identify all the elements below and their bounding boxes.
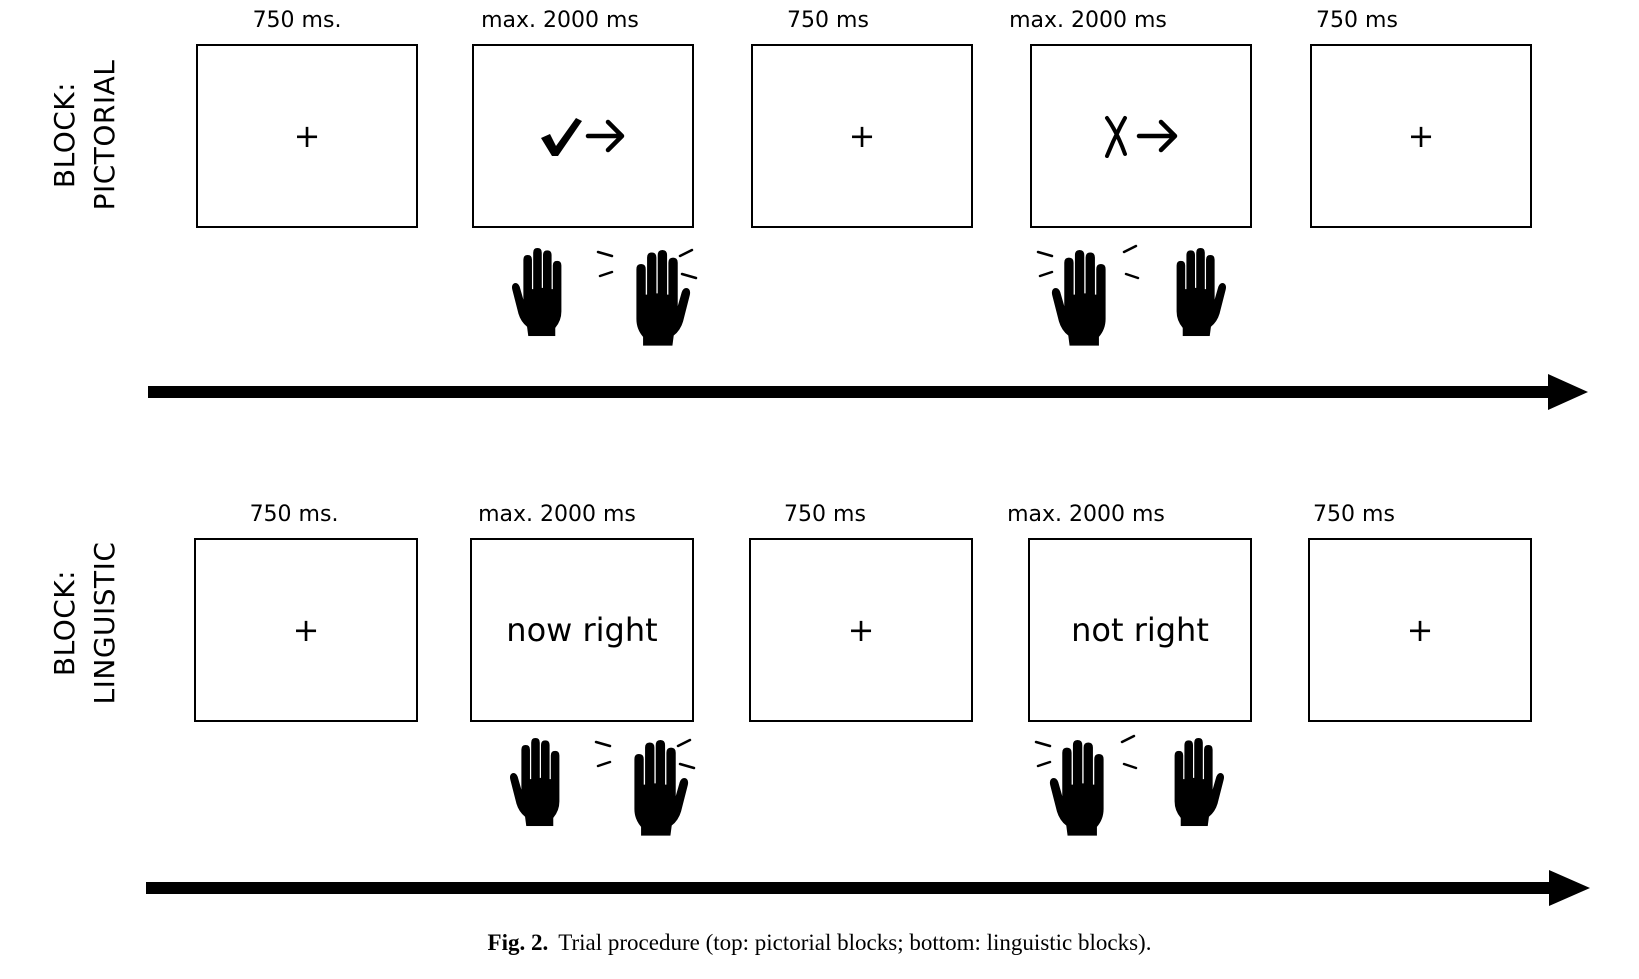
duration-label: max. 2000 ms (481, 8, 639, 33)
cue-word: now right (506, 611, 658, 649)
fixation-cross: + (848, 117, 876, 155)
block-label-line-2: PICTORIAL (88, 59, 121, 211)
duration-label: 750 ms (784, 502, 866, 527)
fixation-cross: + (1406, 611, 1434, 649)
fixation-cross: + (293, 117, 321, 155)
cue-screen: now right (470, 538, 694, 722)
left-hand-pressing-icon (1036, 244, 1140, 365)
duration-label: max. 2000 ms (1009, 8, 1167, 33)
cue-screen: not right (1028, 538, 1252, 722)
check-arrow-right-icon (541, 118, 625, 156)
right-hand-icon (1161, 738, 1241, 853)
cue-screen (472, 44, 694, 228)
fixation-screen: + (1310, 44, 1532, 228)
left-hand-pressing-icon (1034, 734, 1138, 855)
duration-label: 750 ms (787, 8, 869, 33)
right-hand-pressing-icon (596, 248, 698, 365)
figure-caption: Fig. 2. Trial procedure (top: pictorial b… (0, 930, 1639, 956)
duration-label: 750 ms (1316, 8, 1398, 33)
duration-label: 750 ms. (249, 502, 339, 527)
fixation-cross: + (847, 611, 875, 649)
duration-label: 750 ms. (252, 8, 342, 33)
block-label-line-2: LINGUISTIC (88, 541, 121, 705)
right-hand-icon (1163, 248, 1243, 363)
fixation-screen: + (751, 44, 973, 228)
duration-label: 750 ms (1313, 502, 1395, 527)
cue-word: not right (1071, 611, 1209, 649)
linguistic-block-panel: BLOCK: LINGUISTIC 750 ms. max. 2000 ms 7… (0, 490, 1639, 950)
pictorial-block-panel: BLOCK: PICTORIAL 750 ms. max. 2000 ms 75… (0, 0, 1639, 460)
right-hand-pressing-icon (594, 738, 696, 855)
fixation-screen: + (749, 538, 973, 722)
timeline-arrow (148, 374, 1588, 410)
block-label: BLOCK: LINGUISTIC (40, 508, 130, 738)
fixation-screen: + (194, 538, 418, 722)
caption-text: Trial procedure (top: pictorial blocks; … (558, 930, 1152, 955)
duration-label: max. 2000 ms (1007, 502, 1165, 527)
fixation-screen: + (1308, 538, 1532, 722)
fixation-screen: + (196, 44, 418, 228)
left-hand-icon (493, 738, 573, 853)
left-hand-icon (495, 248, 575, 363)
timeline-arrow (146, 870, 1590, 906)
fixation-cross: + (1407, 117, 1435, 155)
block-label: BLOCK: PICTORIAL (40, 20, 130, 250)
cue-screen (1030, 44, 1252, 228)
cross-arrow-right-icon (1105, 116, 1178, 158)
fixation-cross: + (292, 611, 320, 649)
block-label-line-1: BLOCK: (48, 81, 81, 189)
block-label-line-1: BLOCK: (48, 569, 81, 677)
duration-label: max. 2000 ms (478, 502, 636, 527)
figure-label: Fig. 2. (487, 930, 549, 955)
